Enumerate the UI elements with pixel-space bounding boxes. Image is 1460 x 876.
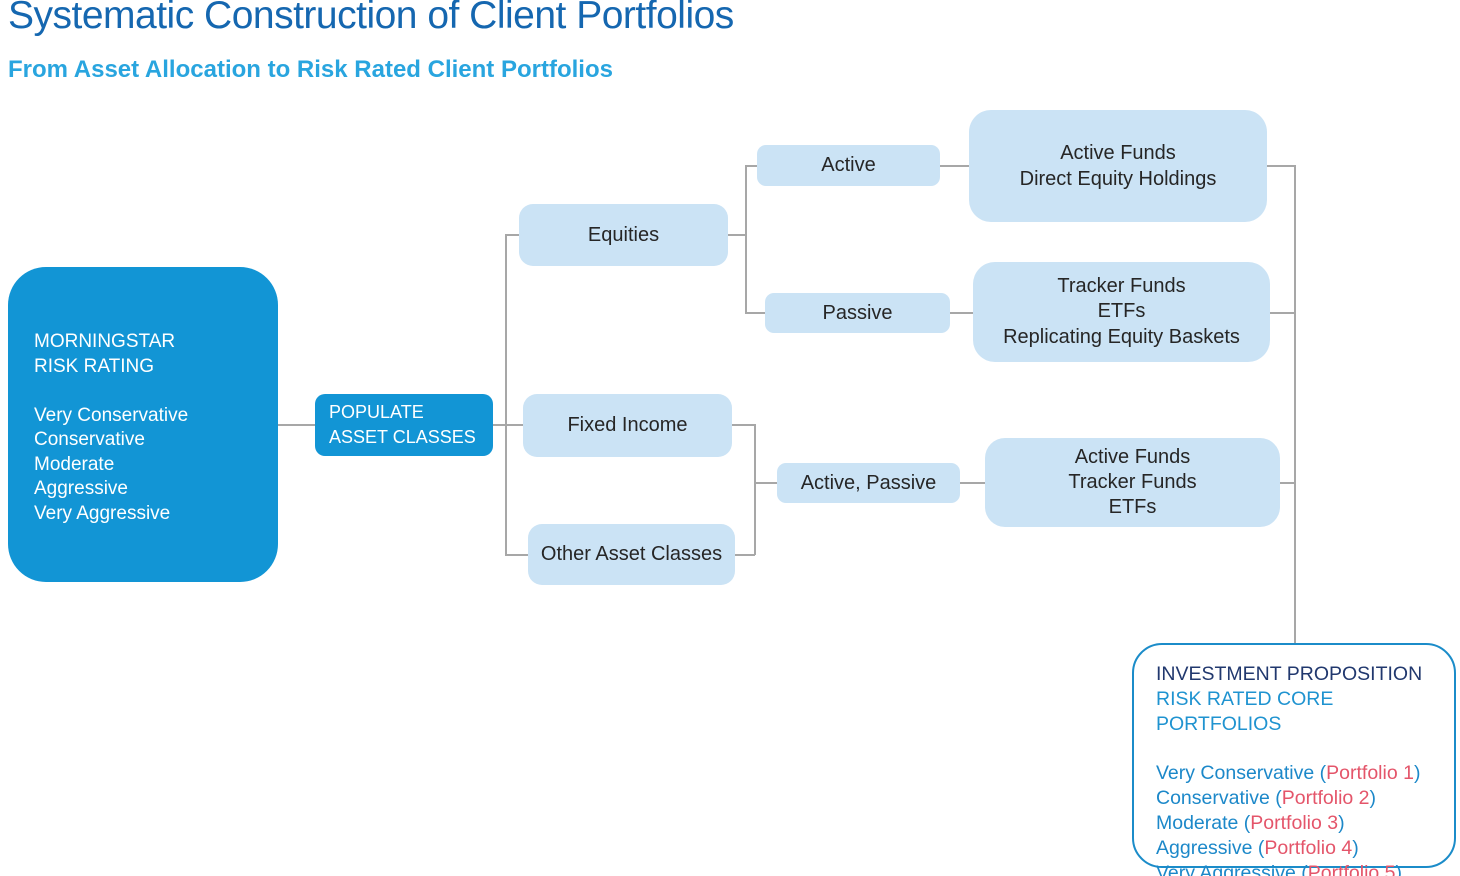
portfolio-number: Portfolio 3 — [1250, 811, 1339, 834]
connector-fi-style-trunk — [754, 424, 756, 555]
connector-trunk3-activepassive — [754, 482, 777, 484]
active-passive-label: Active, Passive — [800, 471, 937, 494]
connector-trunk2-active — [745, 165, 758, 167]
fixed-income-box: Fixed Income — [523, 394, 732, 457]
connector-right-trunk-to-investment — [1294, 165, 1296, 643]
risk-level-moderate: Moderate — [34, 453, 115, 475]
other-asset-classes-box: Other Asset Classes — [528, 524, 735, 585]
page-title: Systematic Construction of Client Portfo… — [8, 0, 734, 37]
portfolio-risk-label: Very Aggressive ( — [1156, 861, 1308, 876]
portfolio-risk-label: Conservative ( — [1156, 787, 1282, 810]
connector-asset-class-trunk — [505, 234, 507, 555]
mixed-funds-line2: Tracker Funds — [1068, 471, 1197, 493]
tracker-funds-box: Tracker Funds ETFs Replicating Equity Ba… — [973, 262, 1270, 362]
connector-mixedfunds-righttrunk — [1280, 482, 1295, 484]
connector-passive-tracker — [950, 312, 974, 314]
active-box: Active — [757, 145, 940, 186]
connector-trunk-other-assets — [505, 554, 529, 556]
mixed-funds-line3: ETFs — [1108, 496, 1157, 518]
populate-asset-classes-box: POPULATE ASSET CLASSES — [315, 394, 493, 456]
risk-level-aggressive: Aggressive — [34, 478, 128, 499]
morningstar-title-line2: RISK RATING — [34, 355, 154, 377]
risk-level-conservative: Conservative — [34, 429, 145, 450]
other-asset-classes-label: Other Asset Classes — [540, 543, 723, 565]
mixed-funds-box: Active Funds Tracker Funds ETFs — [985, 438, 1280, 527]
portfolio-row: Conservative (Portfolio 2) — [1156, 786, 1444, 811]
page-subtitle: From Asset Allocation to Risk Rated Clie… — [8, 56, 613, 83]
active-funds-equity-line2: Direct Equity Holdings — [1019, 168, 1217, 190]
portfolio-close-paren: ) — [1352, 836, 1359, 859]
portfolio-row: Very Aggressive (Portfolio 5) — [1156, 861, 1444, 876]
equities-label: Equities — [587, 223, 660, 246]
passive-label: Passive — [822, 301, 893, 324]
risk-level-very-aggressive: Very Aggressive — [34, 502, 171, 524]
portfolio-risk-label: Aggressive ( — [1156, 836, 1265, 859]
connector-trunk2-passive — [745, 312, 766, 314]
tracker-line3: Replicating Equity Baskets — [1003, 325, 1240, 348]
portfolio-close-paren: ) — [1338, 811, 1345, 834]
connector-fixedincome-trunk3 — [732, 424, 755, 426]
connector-active-activefunds — [940, 165, 970, 167]
portfolio-close-paren: ) — [1395, 861, 1403, 876]
connector-morningstar-populate — [277, 424, 316, 426]
fixed-income-label: Fixed Income — [567, 414, 688, 436]
connector-equity-style-trunk — [745, 165, 747, 313]
mixed-funds-line1: Active Funds — [1074, 446, 1191, 468]
morningstar-title-line1: MORNINGSTAR — [34, 331, 176, 352]
connector-activefunds-righttrunk — [1267, 165, 1295, 167]
portfolio-row: Moderate (Portfolio 3) — [1156, 811, 1444, 836]
equities-box: Equities — [519, 204, 728, 266]
tracker-line2: ETFs — [1097, 300, 1146, 323]
active-funds-equity-line1: Active Funds — [1060, 142, 1176, 164]
active-passive-box: Active, Passive — [777, 463, 960, 503]
connector-otherassets-trunk3 — [735, 554, 755, 556]
connector-equities-trunk2 — [728, 234, 746, 236]
connector-populate-fixed-income — [493, 424, 523, 426]
portfolio-number: Portfolio 1 — [1326, 762, 1414, 785]
connector-activepassive-mixedfunds — [960, 482, 985, 484]
portfolio-risk-label: Moderate ( — [1156, 811, 1251, 834]
portfolio-number: Portfolio 2 — [1281, 787, 1370, 810]
tracker-line1: Tracker Funds — [1057, 274, 1186, 297]
portfolio-row: Aggressive (Portfolio 4) — [1156, 836, 1444, 861]
portfolio-number: Portfolio 5 — [1307, 861, 1396, 876]
active-funds-equity-box: Active Funds Direct Equity Holdings — [969, 110, 1267, 222]
passive-box: Passive — [765, 293, 950, 333]
risk-level-very-conservative: Very Conservative — [34, 404, 189, 426]
morningstar-risk-rating-box: MORNINGSTAR RISK RATING Very Conservativ… — [8, 267, 278, 582]
connector-trunk-equities — [505, 234, 520, 236]
populate-line2: ASSET CLASSES — [329, 427, 476, 447]
investment-proposition-title: INVESTMENT PROPOSITION — [1156, 663, 1423, 685]
portfolio-close-paren: ) — [1413, 762, 1421, 785]
active-label: Active — [821, 154, 876, 176]
portfolio-close-paren: ) — [1369, 787, 1377, 810]
portfolio-row: Very Conservative (Portfolio 1) — [1156, 761, 1444, 786]
spacer — [34, 379, 268, 404]
portfolio-risk-label: Very Conservative ( — [1156, 762, 1327, 785]
investment-proposition-box: INVESTMENT PROPOSITION RISK RATED CORE P… — [1132, 643, 1456, 876]
connector-tracker-righttrunk — [1270, 312, 1295, 314]
spacer — [1156, 736, 1444, 761]
populate-line1: POPULATE — [329, 402, 424, 422]
risk-rated-core-portfolios-subtitle: RISK RATED CORE PORTFOLIOS — [1156, 687, 1334, 735]
portfolio-number: Portfolio 4 — [1264, 836, 1353, 859]
